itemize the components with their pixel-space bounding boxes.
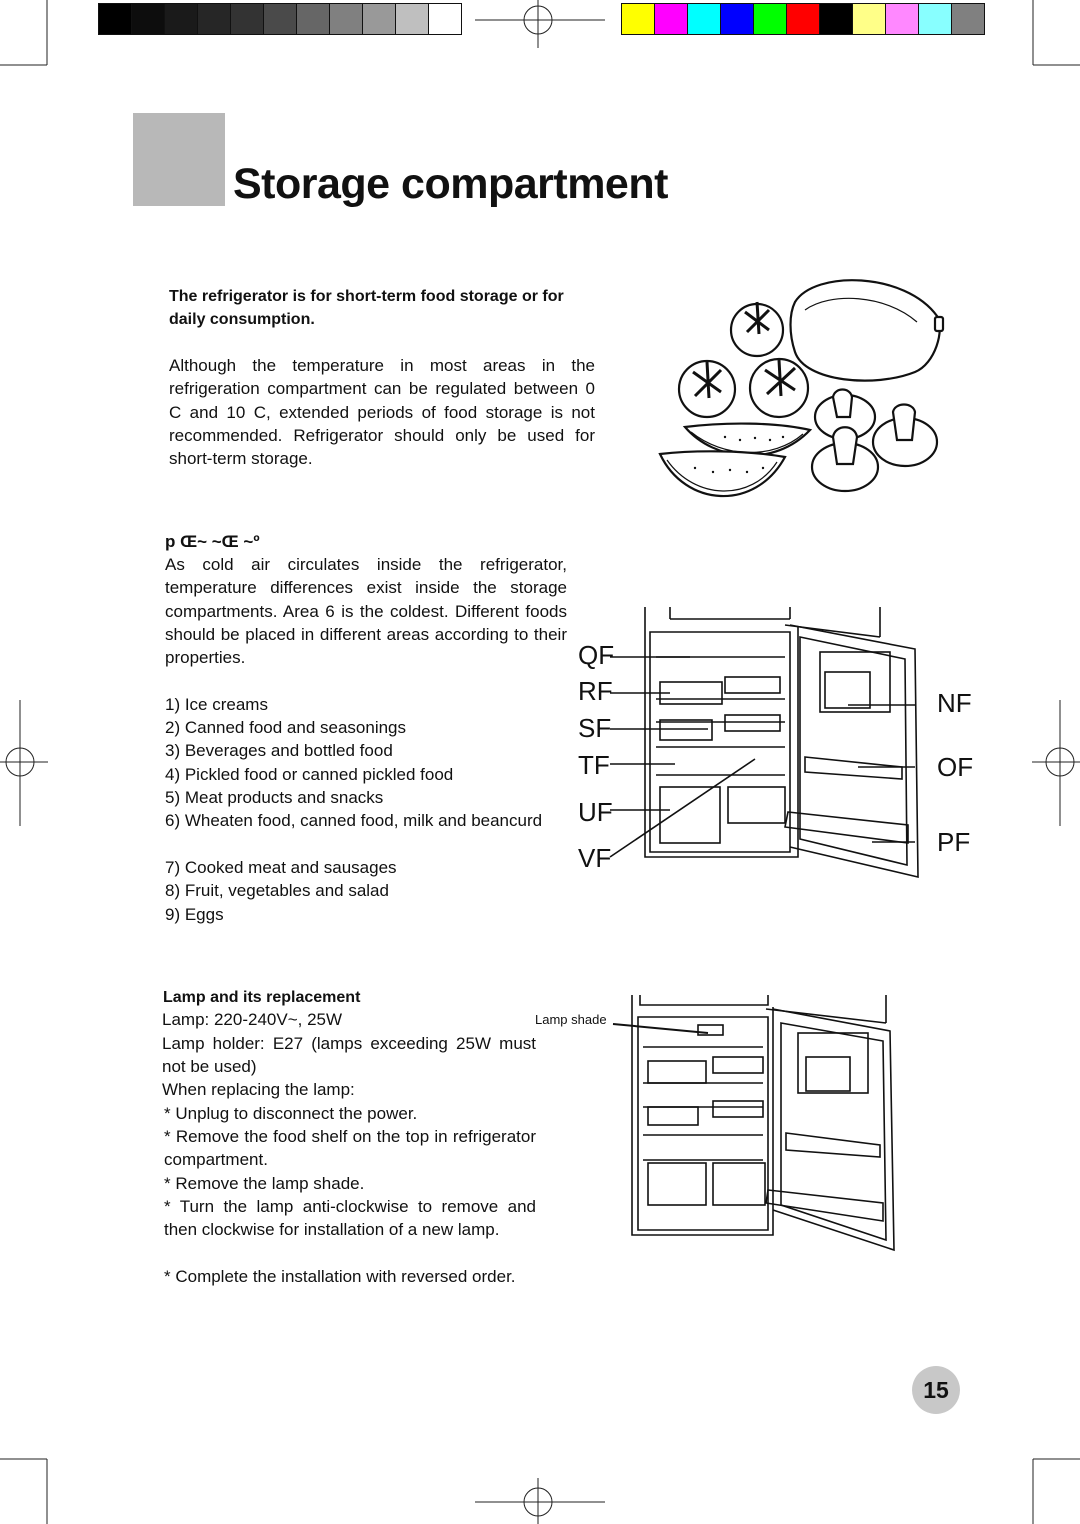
color-swatch bbox=[885, 3, 919, 35]
gray-swatch bbox=[428, 3, 462, 35]
color-swatch bbox=[951, 3, 985, 35]
zone-item-8: 8) Fruit, vegetables and salad bbox=[165, 881, 389, 900]
color-swatch bbox=[753, 3, 787, 35]
callout-label-left: TF bbox=[578, 750, 610, 780]
gray-swatch bbox=[395, 3, 429, 35]
title-accent-box bbox=[133, 113, 225, 206]
lamp-heading: Lamp and its replacement bbox=[163, 989, 361, 1006]
color-swatch bbox=[720, 3, 754, 35]
color-swatch bbox=[654, 3, 688, 35]
zone-item-4: 4) Pickled food or canned pickled food bbox=[165, 765, 454, 784]
lamp-step: * Unplug to disconnect the power. bbox=[164, 1104, 418, 1123]
color-swatch bbox=[786, 3, 820, 35]
fridge-zones-diagram bbox=[609, 607, 919, 879]
zone-item-6: 6) Wheaten food, canned food, milk and b… bbox=[165, 811, 543, 830]
color-swatch bbox=[918, 3, 952, 35]
zones-heading: p Œ~ ~Œ ~º bbox=[165, 532, 260, 551]
zone-item-2: 2) Canned food and seasonings bbox=[165, 718, 407, 737]
color-swatch bbox=[621, 3, 655, 35]
gray-swatch bbox=[131, 3, 165, 35]
zone-item-1: 1) Ice creams bbox=[165, 695, 268, 714]
lamp-step: * Remove the food shelf on the top in re… bbox=[164, 1127, 536, 1170]
color-swatch bbox=[852, 3, 886, 35]
lamp-step: * Turn the lamp anti-clockwise to remove… bbox=[164, 1197, 536, 1240]
lamp-replace-intro: When replacing the lamp: bbox=[162, 1080, 355, 1099]
zone-item-9: 9) Eggs bbox=[165, 905, 224, 924]
callout-label-right: OF bbox=[937, 752, 974, 782]
gray-swatch bbox=[164, 3, 198, 35]
callout-label-right: PF bbox=[937, 827, 971, 857]
zone-item-3: 3) Beverages and bottled food bbox=[165, 741, 393, 760]
gray-swatch bbox=[230, 3, 264, 35]
callout-label-right: NF bbox=[937, 688, 972, 718]
gray-swatch bbox=[329, 3, 363, 35]
callout-label-left: SF bbox=[578, 713, 612, 743]
color-swatch bbox=[819, 3, 853, 35]
callout-label-left: UF bbox=[578, 797, 613, 827]
gray-swatch bbox=[263, 3, 297, 35]
lamp-step: * Remove the lamp shade. bbox=[164, 1174, 365, 1193]
intro-heading: The refrigerator is for short-term food … bbox=[169, 288, 564, 329]
gray-swatch bbox=[296, 3, 330, 35]
zones-body: As cold air circulates inside the refrig… bbox=[165, 555, 567, 668]
page-title: Storage compartment bbox=[233, 160, 668, 208]
gray-swatch bbox=[98, 3, 132, 35]
callout-label-left: RF bbox=[578, 676, 613, 706]
zone-item-7: 7) Cooked meat and sausages bbox=[165, 858, 397, 877]
page-number: 15 bbox=[912, 1366, 960, 1414]
lamp-holder-note: Lamp holder: E27 (lamps exceeding 25W mu… bbox=[162, 1034, 536, 1077]
lamp-spec: Lamp: 220-240V~, 25W bbox=[162, 1010, 343, 1029]
zone-item-5: 5) Meat products and snacks bbox=[165, 788, 384, 807]
gray-swatch bbox=[362, 3, 396, 35]
food-illustration bbox=[658, 279, 945, 498]
callout-label-left: QF bbox=[578, 640, 615, 670]
lamp-shade-label: Lamp shade bbox=[535, 1012, 607, 1027]
color-swatch bbox=[687, 3, 721, 35]
fridge-lamp-diagram bbox=[612, 995, 895, 1252]
intro-body: Although the temperature in most areas i… bbox=[169, 356, 595, 469]
lamp-step: * Complete the installation with reverse… bbox=[164, 1267, 516, 1286]
callout-label-left: VF bbox=[578, 843, 612, 873]
gray-swatch bbox=[197, 3, 231, 35]
